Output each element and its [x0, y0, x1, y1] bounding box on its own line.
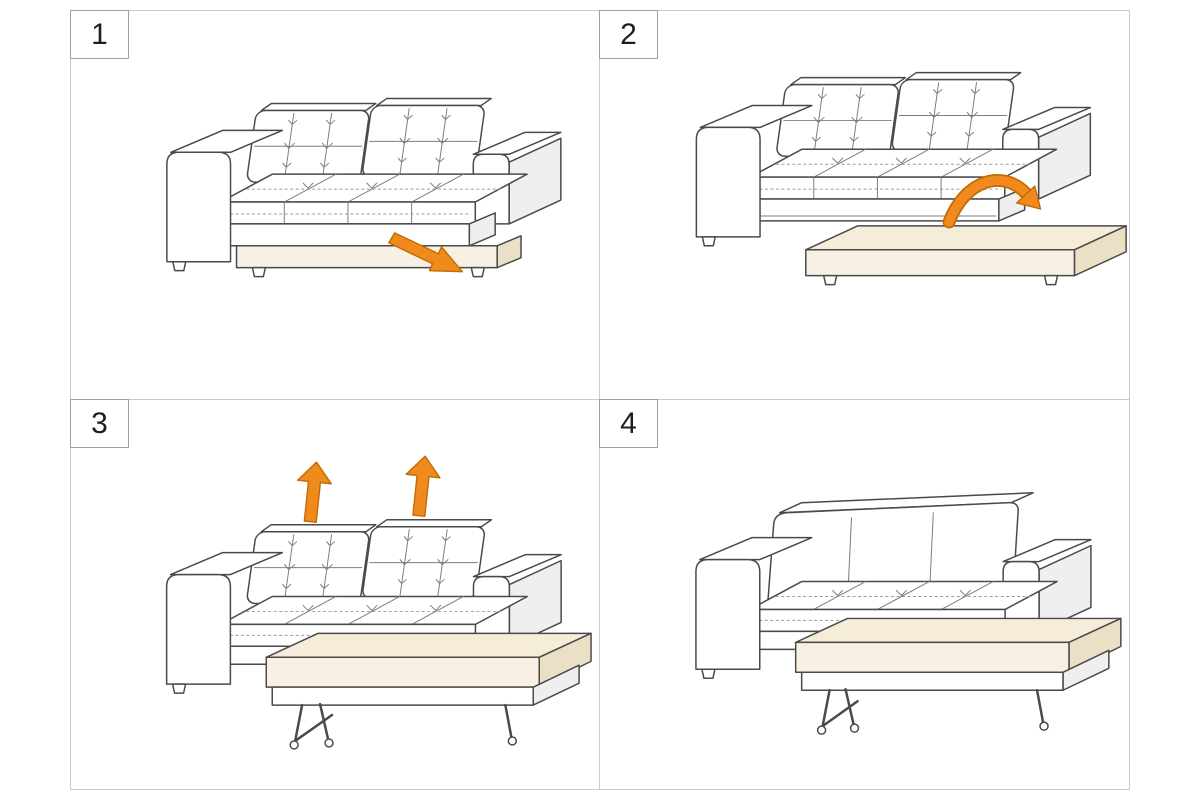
- step-number-badge: 3: [70, 399, 129, 448]
- unfolded-mattress: [265, 632, 592, 750]
- armrest-left: [166, 129, 284, 272]
- step-grid: 1: [70, 10, 1129, 789]
- step-number: 1: [91, 17, 108, 51]
- lift-up-arrows-icon: [296, 455, 441, 523]
- backrest-cushion-right: [361, 519, 493, 600]
- backrest-cushion-right: [360, 97, 492, 178]
- step-number-badge: 1: [70, 10, 129, 59]
- pull-out-arrow-icon: [388, 232, 464, 273]
- sofa-with-drawer-extended: [695, 71, 1127, 286]
- step-number: 3: [91, 406, 108, 440]
- seat-cushions: [749, 148, 1058, 200]
- flip-over-arrow-icon: [942, 174, 1042, 229]
- unfolded-mattress: [794, 617, 1122, 735]
- step-3-illustration: [165, 455, 592, 750]
- armrest-left: [165, 551, 283, 694]
- armrest-right: [472, 131, 562, 225]
- fold-out-legs: [816, 688, 1049, 735]
- step-panel-4: 4: [599, 399, 1129, 789]
- sofa-closed: [166, 97, 562, 278]
- seat-cushions: [219, 173, 528, 225]
- step-panel-1: 1: [70, 10, 600, 400]
- step-panel-2: 2: [599, 10, 1129, 400]
- pulled-out-platform: [805, 225, 1127, 286]
- armrest-left: [695, 536, 813, 680]
- sofa-bed-ready: [695, 492, 1122, 735]
- step-number: 2: [620, 17, 637, 51]
- armrest-left: [695, 104, 813, 247]
- step-number-badge: 2: [599, 10, 658, 59]
- low-backrest: [767, 492, 1034, 605]
- sofa-base: [755, 187, 1026, 222]
- backrest-cushion-left: [775, 76, 907, 158]
- step-number: 4: [620, 406, 637, 440]
- backrest-cushion-left: [245, 524, 377, 605]
- step-4-illustration: [695, 492, 1122, 735]
- fold-out-legs: [289, 702, 518, 750]
- backrest-cushion-right: [890, 71, 1022, 153]
- step-1-illustration: [166, 97, 562, 278]
- step-number-badge: 4: [599, 399, 658, 448]
- step-2-illustration: [695, 71, 1127, 286]
- step-panel-3: 3: [70, 399, 600, 789]
- sofa-bed-with-cushions: [165, 519, 592, 750]
- instruction-sheet: 1: [70, 10, 1130, 790]
- backrest-cushion-left: [245, 102, 377, 183]
